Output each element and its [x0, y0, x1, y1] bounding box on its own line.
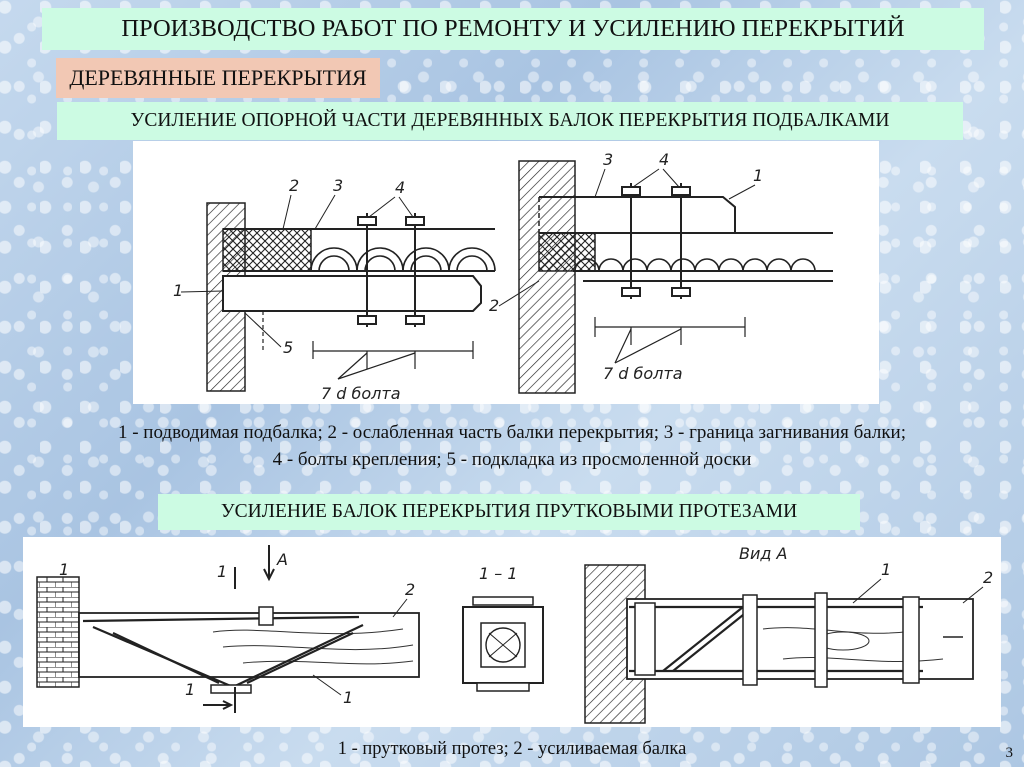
legend-underbeams: 1 - подводимая подбалка; 2 - ослабленная… — [20, 419, 1004, 473]
weakened-beam-end — [222, 228, 312, 272]
label-5-left: 5 — [283, 338, 293, 357]
label-1-plan: 1 — [881, 560, 891, 579]
brick-wall — [36, 576, 80, 688]
label-2-side: 2 — [405, 580, 415, 599]
page-number: 3 — [1005, 745, 1014, 761]
rod-prosthesis-side — [82, 615, 364, 689]
dimension-label-right: 7 d болта — [603, 364, 683, 383]
underbeam-drawing: 1 2 3 4 5 7 d болта — [133, 141, 879, 404]
cut-label-top: 1 — [217, 562, 227, 581]
label-2-plan: 2 — [983, 568, 993, 587]
arrow-a-label: A — [276, 550, 288, 569]
view-a: Вид А 1 2 — [584, 544, 993, 724]
bolts-right — [621, 183, 691, 299]
label-4-left: 4 — [395, 178, 405, 197]
subtitle-rod-prostheses: УСИЛЕНИЕ БАЛОК ПЕРЕКРЫТИЯ ПРУТКОВЫМИ ПРО… — [158, 494, 860, 530]
label-1-left: 1 — [173, 281, 183, 300]
label-1-side: 1 — [59, 560, 69, 579]
dimension-label-left: 7 d болта — [321, 384, 401, 403]
label-1-right: 1 — [753, 166, 763, 185]
weakened-beam-end-right — [538, 232, 596, 272]
legend-rod-prostheses: 1 - прутковый протез; 2 - усиливаемая ба… — [337, 739, 687, 759]
label-1-side-bottom: 1 — [343, 688, 353, 707]
dimension-left — [312, 341, 474, 380]
cut-marks — [203, 567, 236, 713]
strengthened-beam-side — [78, 612, 420, 678]
rod-prosthesis-plan — [629, 605, 923, 673]
left-detail: 1 2 3 4 5 7 d болта — [173, 176, 496, 403]
bolts-left — [357, 213, 425, 327]
label-4-right: 4 — [659, 150, 669, 169]
cut-label-bottom: 1 — [185, 680, 195, 699]
section-tag: ДЕРЕВЯННЫЕ ПЕРЕКРЫТИЯ — [56, 58, 380, 98]
slide-title: ПРОИЗВОДСТВО РАБОТ ПО РЕМОНТУ И УСИЛЕНИЮ… — [42, 8, 984, 50]
view-a-label: Вид А — [739, 544, 787, 563]
rod-prosthesis-drawing: 1 1 A 1 1 2 1 – 1 Вид А — [23, 537, 1001, 727]
underbeam-left — [222, 275, 482, 312]
legend-underbeams-line-2: 4 - болты крепления; 5 - подкладка из пр… — [272, 449, 752, 470]
section-1-1: 1 – 1 — [462, 564, 544, 692]
side-view: 1 1 A 1 1 2 — [36, 545, 420, 713]
label-2-right: 2 — [489, 296, 499, 315]
label-3-left: 3 — [333, 176, 343, 195]
subtitle-underbeams: УСИЛЕНИЕ ОПОРНОЙ ЧАСТИ ДЕРЕВЯННЫХ БАЛОК … — [57, 102, 963, 140]
legend-underbeams-line-1: 1 - подводимая подбалка; 2 - ослабленная… — [117, 422, 907, 443]
wall-right — [518, 160, 576, 394]
label-3-right: 3 — [603, 150, 613, 169]
floor-logs-right — [574, 258, 816, 272]
section-label: 1 – 1 — [479, 564, 518, 583]
dimension-right — [594, 317, 746, 364]
floor-logs-left — [310, 247, 496, 272]
label-2-left: 2 — [289, 176, 299, 195]
right-detail: 3 4 1 2 7 d болта — [489, 150, 833, 394]
